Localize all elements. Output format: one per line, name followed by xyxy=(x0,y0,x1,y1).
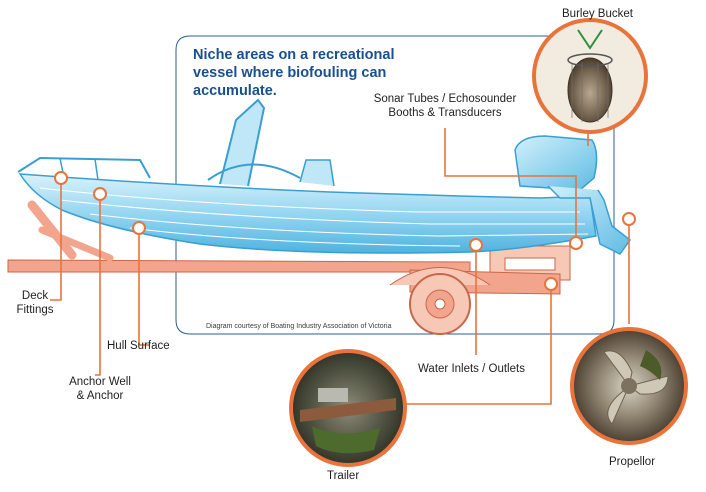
label-anchor-well: Anchor Well & Anchor xyxy=(58,375,142,403)
label-hull-surface: Hull Surface xyxy=(107,340,170,352)
label-anchor-line-1: Anchor Well xyxy=(69,376,131,388)
label-trailer: Trailer xyxy=(327,470,360,482)
label-water-inlets: Water Inlets / Outlets xyxy=(418,363,525,375)
label-deck-line-1: Deck xyxy=(21,290,49,302)
sonar-marker xyxy=(569,236,583,250)
boat-trailer xyxy=(7,200,571,335)
label-sonar-line-2: Booths & Transducers xyxy=(388,107,502,119)
label-sonar: Sonar Tubes / Echosounder Booths & Trans… xyxy=(365,92,525,120)
label-burley-bucket: Burley Bucket xyxy=(562,8,633,20)
anchor-well-marker xyxy=(93,187,107,201)
label-propellor: Propellor xyxy=(609,456,656,468)
niche-markers xyxy=(54,171,636,291)
label-deck-line-2: Fittings xyxy=(16,304,54,316)
title-line-1: Niche areas on a recreational xyxy=(193,47,395,63)
propellor-photo xyxy=(570,327,688,445)
hull-surface-marker xyxy=(132,221,146,235)
trailer-marker xyxy=(544,277,558,291)
callout-lines xyxy=(50,104,630,405)
title-line-3: accumulate. xyxy=(193,83,277,99)
trailer-photo xyxy=(289,349,407,467)
label-deck-fittings: Deck Fittings xyxy=(8,289,62,317)
diagram-credit: Diagram courtesy of Boating Industry Ass… xyxy=(206,323,392,330)
boat-hull xyxy=(17,98,632,255)
burley-bucket-photo xyxy=(532,18,648,134)
water-inlet-marker xyxy=(469,238,483,252)
propellor-marker xyxy=(622,212,636,226)
title-line-2: vessel where biofouling can xyxy=(193,65,387,81)
deck-fittings-marker xyxy=(54,171,68,185)
label-anchor-line-2: & Anchor xyxy=(76,390,124,402)
label-sonar-line-1: Sonar Tubes / Echosounder xyxy=(373,93,517,105)
diagram-title: Niche areas on a recreational vessel whe… xyxy=(193,46,423,100)
